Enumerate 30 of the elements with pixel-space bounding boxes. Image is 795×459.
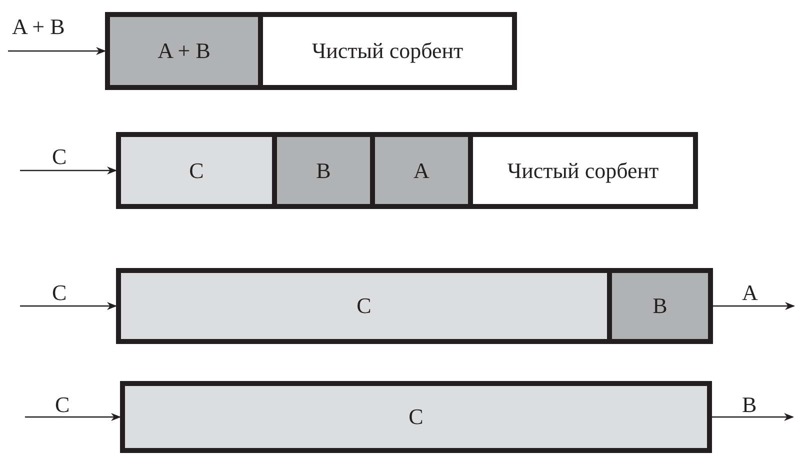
- edge-label: C: [52, 282, 67, 304]
- arrow: [713, 302, 795, 310]
- zone-label: C: [189, 156, 204, 184]
- edge-label: C: [52, 146, 67, 168]
- zone-label: A + B: [158, 37, 210, 65]
- edge-label: A + B: [12, 16, 65, 38]
- sorbent-zone: [272, 137, 370, 204]
- arrow: [8, 47, 106, 55]
- sorbent-column: [116, 132, 698, 209]
- sorbent-column: [105, 12, 517, 90]
- edge-label: A: [742, 282, 758, 304]
- sorbent-zone: [121, 273, 607, 339]
- zone-label: B: [652, 292, 668, 320]
- sorbent-zone: [121, 137, 272, 204]
- sorbent-zone: [607, 273, 708, 339]
- zone-label: B: [316, 156, 331, 184]
- zone-label: Чистый сорбент: [312, 37, 464, 65]
- sorbent-zone: [110, 17, 258, 85]
- zone-label: C: [356, 292, 372, 320]
- zone-label: A: [414, 156, 430, 184]
- edge-label: C: [55, 394, 70, 416]
- arrow: [712, 413, 794, 421]
- zone-label: Чистый сорбент: [507, 156, 659, 184]
- arrow: [25, 413, 121, 421]
- sorbent-column: [116, 268, 713, 344]
- edge-label: B: [742, 394, 757, 416]
- arrow: [20, 166, 117, 174]
- arrow: [20, 302, 117, 310]
- sorbent-zone: [370, 137, 468, 204]
- zone-label: C: [408, 403, 424, 431]
